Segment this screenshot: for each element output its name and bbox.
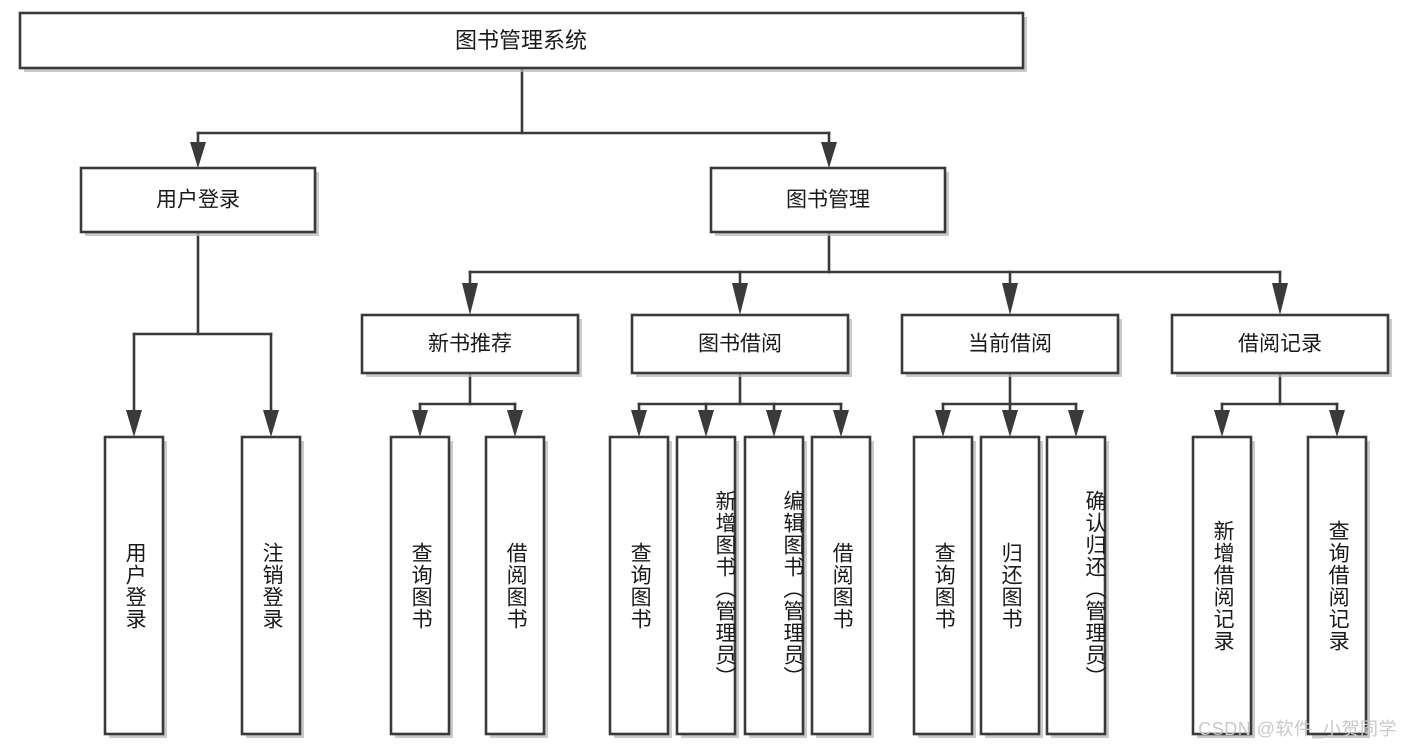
arrow-to-borrow-record <box>1272 283 1288 315</box>
arrow-to-leaf-confirm-return <box>1068 410 1084 437</box>
node-leaf-borrow-book-2[interactable] <box>810 435 872 736</box>
node-leaf-add-record[interactable] <box>1191 435 1253 736</box>
node-leaf-confirm-return[interactable] <box>1045 435 1107 736</box>
node-user-login[interactable] <box>79 166 317 234</box>
node-root-label: 图书管理系统 <box>455 28 587 53</box>
node-leaf-query-record[interactable] <box>1306 435 1368 736</box>
arrow-to-leaf-query-record <box>1329 410 1345 437</box>
arrow-to-book-manage <box>821 142 837 168</box>
arrow-to-current-borrow <box>1002 283 1018 315</box>
arrow-to-user-login <box>190 142 206 168</box>
node-leaf-query-book-2[interactable] <box>608 435 670 736</box>
arrow-to-leaf-add-record <box>1214 410 1230 437</box>
node-book-borrow-label: 图书借阅 <box>698 333 782 356</box>
node-new-book-recommend[interactable] <box>360 313 580 375</box>
node-leaf-query-book-1[interactable] <box>389 435 451 736</box>
node-book-manage-label: 图书管理 <box>786 189 870 212</box>
arrow-to-leaf-logout-login <box>263 410 279 437</box>
node-borrow-record-label: 借阅记录 <box>1238 333 1322 356</box>
connector-layer <box>126 66 1345 437</box>
node-leaf-query-book-3[interactable] <box>912 435 974 736</box>
node-current-borrow[interactable] <box>900 313 1120 375</box>
arrow-to-leaf-edit-book <box>766 410 782 437</box>
arrow-to-leaf-query-book-2 <box>631 410 647 437</box>
node-user-login-label: 用户登录 <box>156 189 240 212</box>
arrow-to-leaf-borrow-book-2 <box>833 410 849 437</box>
arrow-to-leaf-return-book <box>1002 410 1018 437</box>
arrow-to-leaf-borrow-book-1 <box>507 410 523 437</box>
node-leaf-user-login[interactable] <box>103 435 165 736</box>
node-book-borrow[interactable] <box>630 313 850 375</box>
node-leaf-borrow-book-1[interactable] <box>484 435 546 736</box>
node-new-book-recommend-label: 新书推荐 <box>428 333 512 356</box>
arrow-to-leaf-query-book-1 <box>412 410 428 437</box>
csdn-watermark: CSDN @软件_小贺同学 <box>1198 719 1397 739</box>
node-borrow-record[interactable] <box>1170 313 1390 375</box>
arrow-to-leaf-query-book-3 <box>935 410 951 437</box>
node-current-borrow-label: 当前借阅 <box>968 333 1052 356</box>
node-leaf-logout-login[interactable] <box>240 435 302 736</box>
node-root[interactable] <box>18 11 1025 70</box>
node-book-manage[interactable] <box>709 166 947 234</box>
arrow-to-new-book-recommend <box>462 283 478 315</box>
arrow-to-leaf-add-book <box>698 410 714 437</box>
node-layer: 图书管理系统 用户登录 图书管理 新书推荐 图书借阅 当前借阅 借阅记录 <box>18 11 1392 738</box>
node-leaf-add-book[interactable] <box>675 435 737 736</box>
arrow-to-book-borrow <box>732 283 748 315</box>
node-leaf-return-book[interactable] <box>979 435 1041 736</box>
node-leaf-edit-book[interactable] <box>743 435 805 736</box>
arrow-to-leaf-user-login <box>126 410 142 437</box>
